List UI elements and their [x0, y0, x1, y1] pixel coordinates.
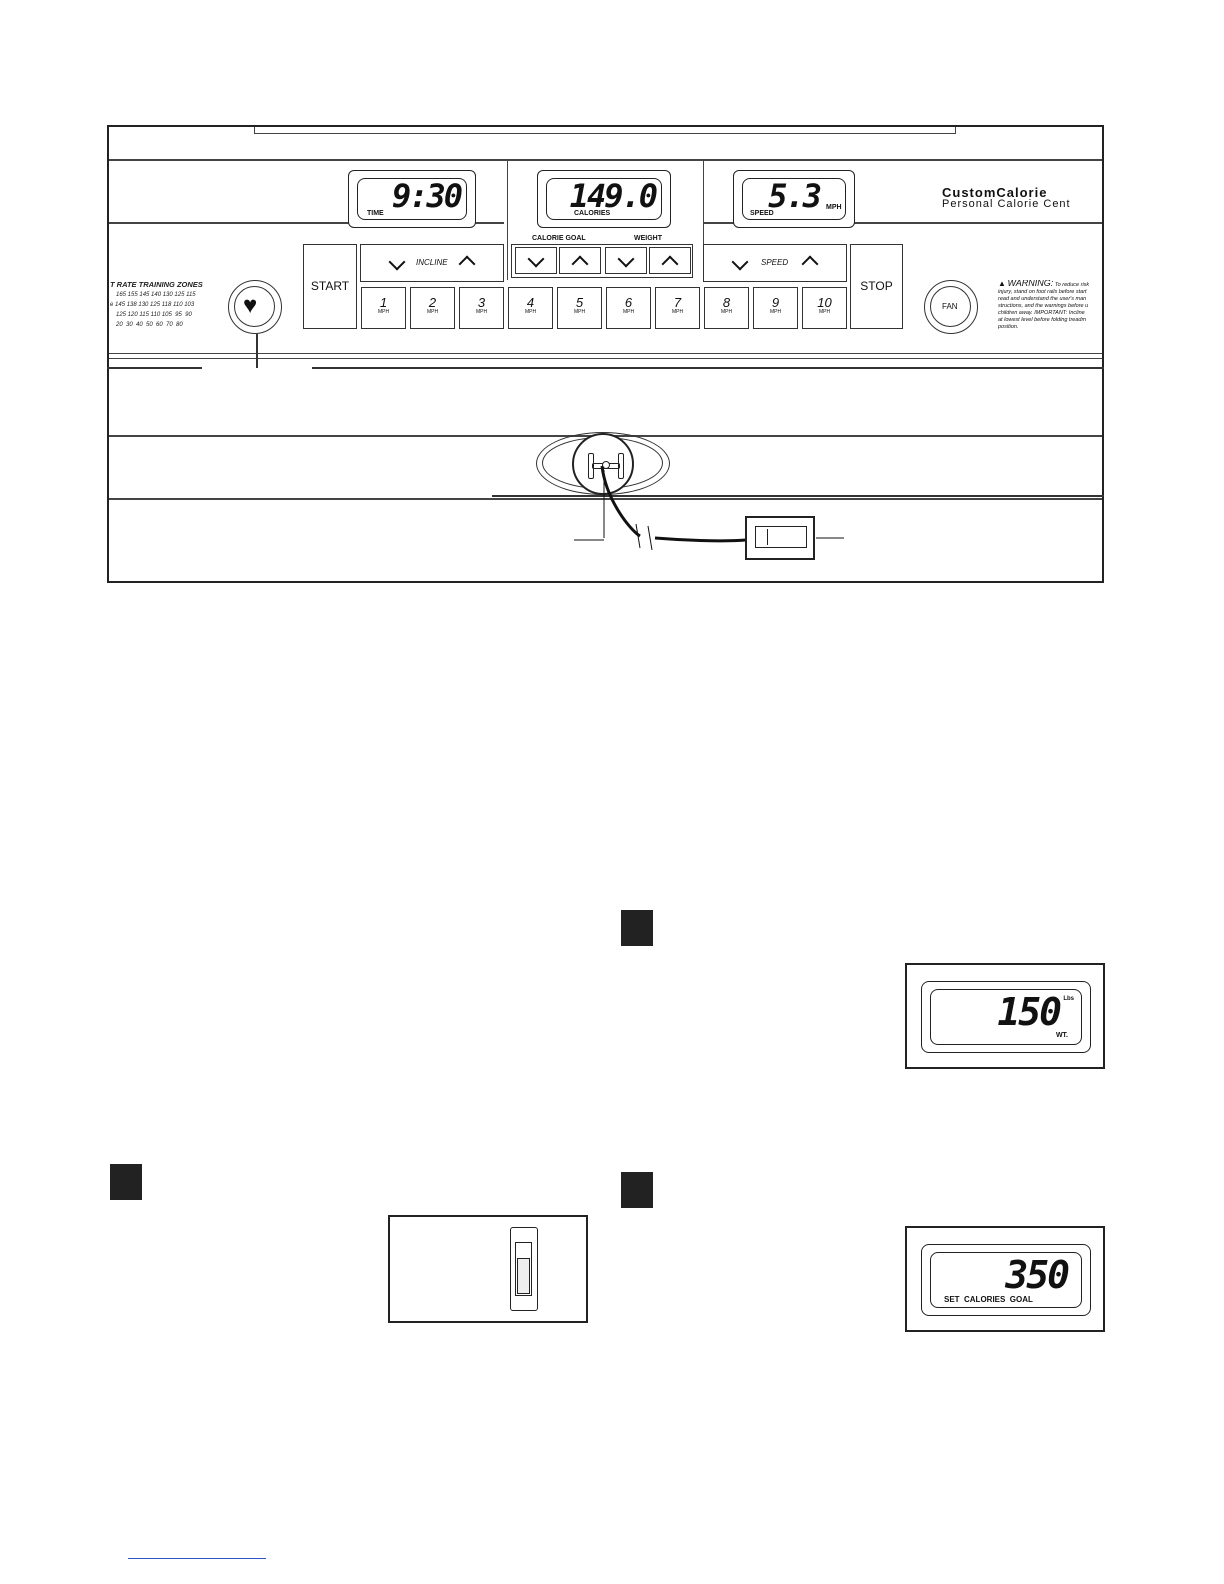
zones-title: T RATE TRAINING ZONES [110, 280, 203, 289]
heart-rate-zones: T RATE TRAINING ZONES 165 155 145 140 13… [110, 280, 210, 330]
calories-label: CALORIES [574, 210, 611, 217]
zones-row4: 20 30 40 50 60 70 80 [116, 322, 183, 328]
calorie-goal-label: CALORIE GOAL [532, 235, 586, 242]
speed-display: 5.3 MPH SPEED [733, 170, 855, 228]
brand-line1: CustomCalorie [942, 186, 1048, 200]
speed-key-group: SPEED [703, 244, 847, 282]
start-button[interactable]: START [303, 244, 357, 329]
speed-up-button[interactable] [801, 255, 819, 273]
calorie-goal-down-button[interactable] [515, 247, 557, 274]
calorie-goal-display-label: SET CALORIES GOAL [944, 1295, 1033, 1304]
safety-clip [745, 516, 815, 560]
speed-key-label: SPEED [761, 258, 789, 267]
fan-button[interactable]: FAN [924, 280, 978, 334]
safety-key-cord [574, 465, 844, 551]
warning-label: ▲ WARNING: To reduce risk injury, stand … [998, 280, 1090, 330]
power-switch-figure [388, 1215, 588, 1323]
warning-icon: ▲ [998, 280, 1006, 288]
weight-unit: Lbs [1063, 996, 1074, 1002]
power-switch[interactable] [510, 1227, 538, 1311]
speed-label: SPEED [750, 210, 774, 217]
weight-display-label: WT. [1055, 1032, 1068, 1039]
zones-row2-prefix: e [110, 302, 114, 308]
incline-key-group: INCLINE [360, 244, 504, 282]
zones-row3: 125 120 115 110 105 95 90 [116, 312, 192, 318]
step-marker-square [110, 1164, 142, 1200]
incline-up-button[interactable] [458, 255, 476, 273]
stop-button[interactable]: STOP [850, 244, 903, 329]
weight-label: WEIGHT [634, 235, 662, 242]
calories-display: 149.0 CALORIES [537, 170, 671, 228]
calories-value: 149.0 [569, 177, 658, 215]
footer-rule [128, 1558, 266, 1559]
brand-line2: Personal Calorie Cent [942, 198, 1071, 210]
time-label: TIME [367, 210, 384, 217]
weight-down-button[interactable] [605, 247, 647, 274]
speed-value: 5.3 [768, 177, 822, 215]
safety-key[interactable] [572, 433, 634, 495]
zones-row1: 165 155 145 140 130 125 115 [116, 292, 196, 298]
step-marker-square [621, 910, 653, 946]
calorie-goal-display-figure: 350 SET CALORIES GOAL [905, 1226, 1105, 1332]
incline-label: INCLINE [416, 258, 448, 267]
brand-logo: CustomCalorie Personal Calorie Cent [942, 186, 1104, 210]
pulse-sensor[interactable]: ♥ [228, 280, 282, 334]
heart-icon: ♥ [243, 292, 258, 319]
weight-up-button[interactable] [649, 247, 691, 274]
weight-display-figure: 150 Lbs WT. [905, 963, 1105, 1069]
speed-unit: MPH [826, 204, 842, 211]
speed-down-button[interactable] [731, 253, 749, 271]
zones-row2: 145 138 130 125 118 110 103 [115, 302, 195, 308]
incline-down-button[interactable] [388, 253, 406, 271]
time-value: 9:30 [391, 177, 463, 215]
calorie-goal-value: 350 [1005, 1253, 1070, 1297]
time-display: 9:30 TIME [348, 170, 476, 228]
weight-value: 150 [997, 990, 1062, 1034]
calorie-goal-up-button[interactable] [559, 247, 601, 274]
step-marker-square [621, 1172, 653, 1208]
